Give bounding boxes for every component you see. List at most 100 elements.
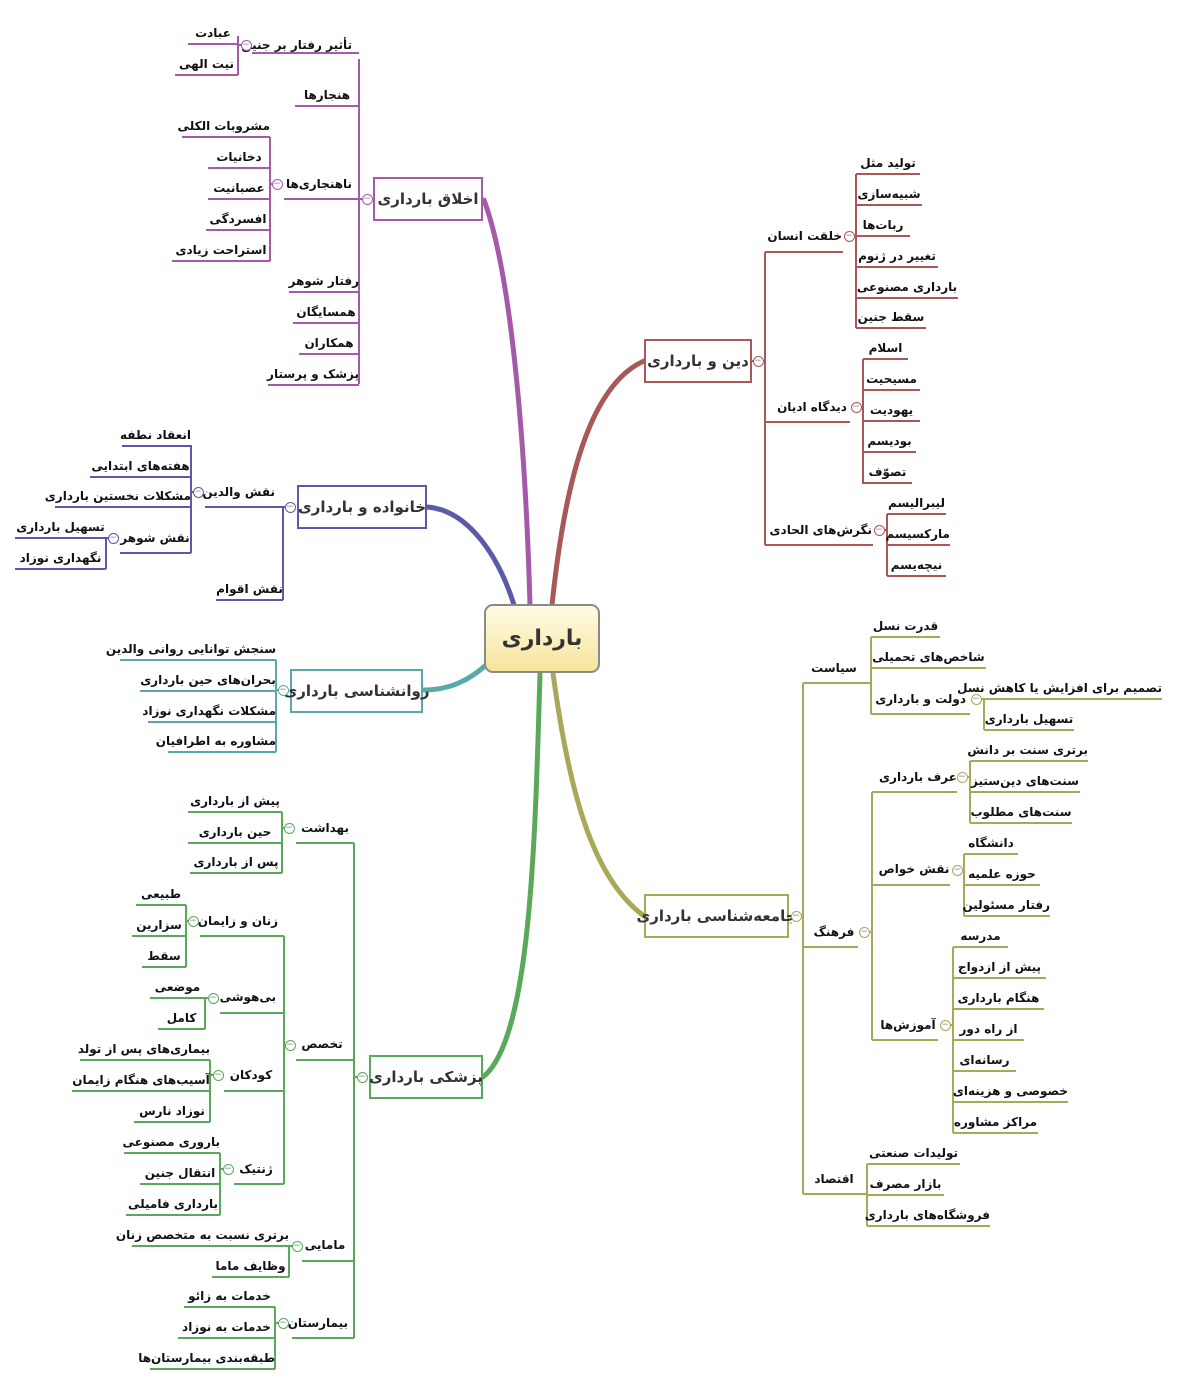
leaf-vazayef[interactable]: وظایف ماما	[215, 1259, 286, 1273]
leaf-genom[interactable]: تغییر در ژنوم	[858, 249, 936, 263]
node-orf[interactable]: عرف بارداری	[879, 770, 957, 784]
collapse-toggle-icon[interactable]: −	[192, 486, 204, 498]
leaf-khadamat-nozad[interactable]: خدمات به نوزاد	[182, 1320, 271, 1334]
collapse-toggle-icon[interactable]: −	[361, 193, 373, 205]
leaf-tolidat[interactable]: تولیدات صنعتی	[868, 1146, 959, 1160]
collapse-toggle-icon[interactable]: −	[277, 684, 289, 696]
collapse-toggle-icon[interactable]: −	[873, 524, 885, 536]
leaf-masnooi[interactable]: بارداری مصنوعی	[856, 280, 958, 294]
collapse-toggle-icon[interactable]: −	[956, 771, 968, 783]
node-nahanjari[interactable]: ناهنجاری‌ها	[285, 177, 353, 191]
collapse-toggle-icon[interactable]: −	[356, 1071, 368, 1083]
branch-khanevadeh[interactable]: خانواده و بارداری	[297, 485, 427, 529]
leaf-masulin[interactable]: رفتار مسئولین	[962, 898, 1050, 912]
leaf-budism[interactable]: بودیسم	[867, 434, 912, 448]
leaf-liberalism[interactable]: لیبرالیسم	[888, 496, 945, 510]
collapse-toggle-icon[interactable]: −	[240, 39, 252, 51]
leaf-sanjesh[interactable]: سنجش توانایی روانی والدین	[105, 642, 276, 656]
branch-din[interactable]: دین و بارداری	[644, 339, 752, 383]
collapse-toggle-icon[interactable]: −	[187, 915, 199, 927]
leaf-pish-ezdevaj[interactable]: پیش از ازدواج	[957, 960, 1042, 974]
node-bihooshi[interactable]: بی‌هوشی	[219, 990, 276, 1004]
leaf-shakhes[interactable]: شاخص‌های تحمیلی	[872, 650, 985, 664]
leaf-tasmim[interactable]: تصمیم برای افزایش یا کاهش نسل	[957, 681, 1162, 695]
leaf-enekad[interactable]: انعقاد نطفه	[120, 428, 191, 442]
leaf-tabiei[interactable]: طبیعی	[140, 887, 181, 901]
leaf-seght[interactable]: سقط جنین	[857, 310, 925, 324]
leaf-az-rah-dur[interactable]: از راه دور	[959, 1022, 1018, 1036]
node-negaresh[interactable]: نگرش‌های الحادی	[769, 523, 872, 537]
collapse-toggle-icon[interactable]: −	[284, 1039, 296, 1051]
collapse-toggle-icon[interactable]: −	[284, 501, 296, 513]
node-khavas[interactable]: نقش خواص	[878, 862, 950, 876]
collapse-toggle-icon[interactable]: −	[283, 822, 295, 834]
leaf-bartari-mama[interactable]: برتری نسبت به متخصص زنان	[115, 1228, 289, 1242]
leaf-asabaniyat[interactable]: عصبانیت	[213, 181, 265, 195]
leaf-moshkelat[interactable]: مشکلات نخستین بارداری	[44, 489, 191, 503]
collapse-toggle-icon[interactable]: −	[222, 1163, 234, 1175]
leaf-khosusi[interactable]: خصوصی و هزینه‌ای	[952, 1084, 1068, 1098]
leaf-masihiyat[interactable]: مسیحیت	[866, 372, 917, 386]
node-naghsh-valedein[interactable]: نقش والدین	[202, 485, 275, 499]
node-zanan[interactable]: زنان و زایمان	[197, 914, 278, 928]
collapse-toggle-icon[interactable]: −	[212, 1069, 224, 1081]
leaf-bartari-sonat[interactable]: برتری سنت بر دانش	[967, 743, 1088, 757]
collapse-toggle-icon[interactable]: −	[790, 910, 802, 922]
leaf-tabaghe[interactable]: طبقه‌بندی بیمارستان‌ها	[138, 1351, 275, 1365]
node-mamaei[interactable]: مامایی	[304, 1238, 346, 1252]
collapse-toggle-icon[interactable]: −	[277, 1317, 289, 1329]
leaf-hengam[interactable]: هنگام بارداری	[957, 991, 1040, 1005]
leaf-ebadat[interactable]: عبادت	[195, 26, 231, 40]
leaf-pish[interactable]: پیش از بارداری	[190, 794, 280, 808]
node-dolat[interactable]: دولت و بارداری	[875, 692, 966, 706]
node-kudakan[interactable]: کودکان	[229, 1068, 273, 1082]
node-naghsh-shohar[interactable]: نقش شوهر	[120, 531, 190, 545]
collapse-toggle-icon[interactable]: −	[951, 864, 963, 876]
leaf-tasavof[interactable]: تصوّف	[868, 465, 907, 479]
leaf-niyat[interactable]: نیت الهی	[179, 57, 234, 71]
leaf-nozad-nares[interactable]: نوزاد نارس	[139, 1104, 205, 1118]
leaf-bohran[interactable]: بحران‌های حین بارداری	[140, 673, 276, 687]
leaf-marxism[interactable]: مارکسیسم	[885, 527, 950, 541]
branch-akhlagh[interactable]: اخلاق بارداری	[373, 177, 483, 221]
collapse-toggle-icon[interactable]: −	[858, 926, 870, 938]
node-behdasht[interactable]: بهداشت	[301, 821, 349, 835]
leaf-aghvam[interactable]: نقش اقوام	[216, 582, 283, 596]
leaf-tolid-mesl[interactable]: تولید مثل	[860, 156, 916, 170]
node-takhasos[interactable]: تخصص	[301, 1037, 343, 1051]
leaf-tashil-jame[interactable]: تسهیل بارداری	[984, 712, 1074, 726]
leaf-shabih[interactable]: شبیه‌سازی	[857, 187, 921, 201]
leaf-pezeshk[interactable]: پزشک و پرستار	[267, 367, 359, 381]
leaf-negahdari[interactable]: نگهداری نوزاد	[19, 551, 102, 565]
node-khelghat[interactable]: خلقت انسان	[767, 229, 842, 243]
branch-jame[interactable]: جامعه‌شناسی بارداری	[636, 894, 797, 938]
leaf-sonat-matlub[interactable]: سنت‌های مطلوب	[970, 805, 1072, 819]
leaf-moshavere[interactable]: مشاوره به اطرافیان	[155, 734, 276, 748]
collapse-toggle-icon[interactable]: −	[107, 532, 119, 544]
leaf-nietzsche[interactable]: نیچه‌یسم	[890, 558, 943, 572]
leaf-sezarin[interactable]: سزارین	[136, 918, 182, 932]
leaf-daneshgah[interactable]: دانشگاه	[968, 836, 1014, 850]
branch-ravanshenasi[interactable]: روانشناسی بارداری	[283, 669, 430, 713]
leaf-mashrubat[interactable]: مشروبات الکلی	[177, 119, 270, 133]
collapse-toggle-icon[interactable]: −	[850, 401, 862, 413]
leaf-hanjarha[interactable]: هنجارها	[303, 88, 351, 102]
leaf-hozeh[interactable]: حوزه علمیه	[968, 867, 1036, 881]
leaf-asib[interactable]: آسیب‌های هنگام زایمان	[72, 1073, 210, 1087]
node-eghtesad[interactable]: اقتصاد	[814, 1172, 854, 1186]
leaf-dokhaniyat[interactable]: دخانیات	[216, 150, 262, 164]
node-siasat[interactable]: سیاست	[811, 661, 857, 675]
node-farhang[interactable]: فرهنگ	[813, 925, 855, 939]
leaf-hafteha[interactable]: هفته‌های ابتدایی	[91, 459, 190, 473]
leaf-seght-p[interactable]: سقط	[147, 949, 181, 963]
leaf-marakez[interactable]: مراکز مشاوره	[953, 1115, 1038, 1129]
leaf-ghodrat[interactable]: قدرت نسل	[872, 619, 939, 633]
leaf-bazar[interactable]: بازار مصرف	[869, 1177, 942, 1191]
collapse-toggle-icon[interactable]: −	[970, 693, 982, 705]
leaf-afsordegi[interactable]: افسردگی	[209, 212, 267, 226]
leaf-hamkaran[interactable]: همکاران	[304, 336, 354, 350]
central-topic[interactable]: بارداری	[484, 604, 600, 673]
leaf-forushgah[interactable]: فروشگاه‌های بارداری	[864, 1208, 990, 1222]
leaf-hin[interactable]: حین بارداری	[198, 825, 272, 839]
collapse-toggle-icon[interactable]: −	[843, 230, 855, 242]
